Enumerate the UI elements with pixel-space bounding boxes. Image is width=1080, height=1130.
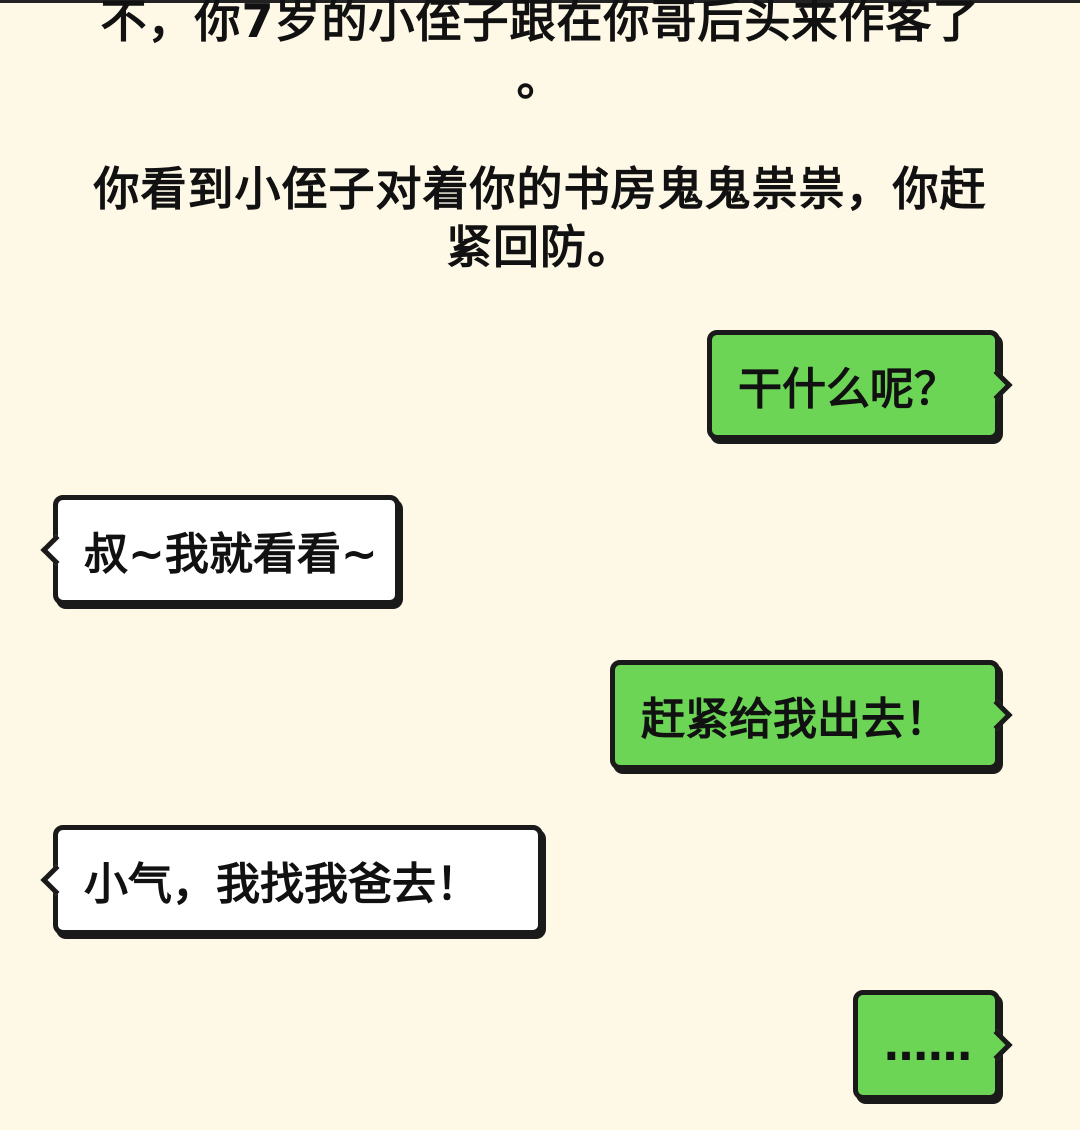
narration-text-2: 你看到小侄子对着你的书房鬼鬼祟祟，你赶 紧回防。 [40,160,1040,276]
bubble-tail-right [981,699,1013,731]
narration-line-2a: 你看到小侄子对着你的书房鬼鬼祟祟，你赶 [93,162,987,216]
bubble-tail-right [981,369,1013,401]
bubble-tail-left [40,534,72,566]
chat-bubble-text: …… [884,1019,972,1071]
chat-bubble-text: 赶紧给我出去！ [641,694,949,745]
narration-line-1-tail: 。 [516,52,564,106]
chat-bubble-text: 小气，我找我爸去！ [84,859,480,910]
bubble-tail-right [981,1029,1013,1061]
chat-bubble-npc-2[interactable]: 小气，我找我爸去！ [40,825,543,935]
top-edge-line [0,0,1080,3]
chat-bubble-player-3[interactable]: …… [853,990,1013,1100]
chat-bubble-text: 干什么呢？ [738,364,958,415]
chat-bubble-player-2[interactable]: 赶紧给我出去！ [610,660,1013,770]
bubble-tail-left [40,864,72,896]
narration-line-1: 不，你7岁的小侄子跟在你哥后头来作客了 [100,0,980,48]
chat-bubble-text: 叔~我就看看~ [84,529,378,580]
chat-bubble-player-1[interactable]: 干什么呢？ [707,330,1013,440]
narration-text-1: 不，你7岁的小侄子跟在你哥后头来作客了 。 [40,0,1040,108]
narration-line-2b: 紧回防。 [446,220,634,274]
top-edge [0,0,1080,4]
chat-bubble-npc-1[interactable]: 叔~我就看看~ [40,495,400,605]
